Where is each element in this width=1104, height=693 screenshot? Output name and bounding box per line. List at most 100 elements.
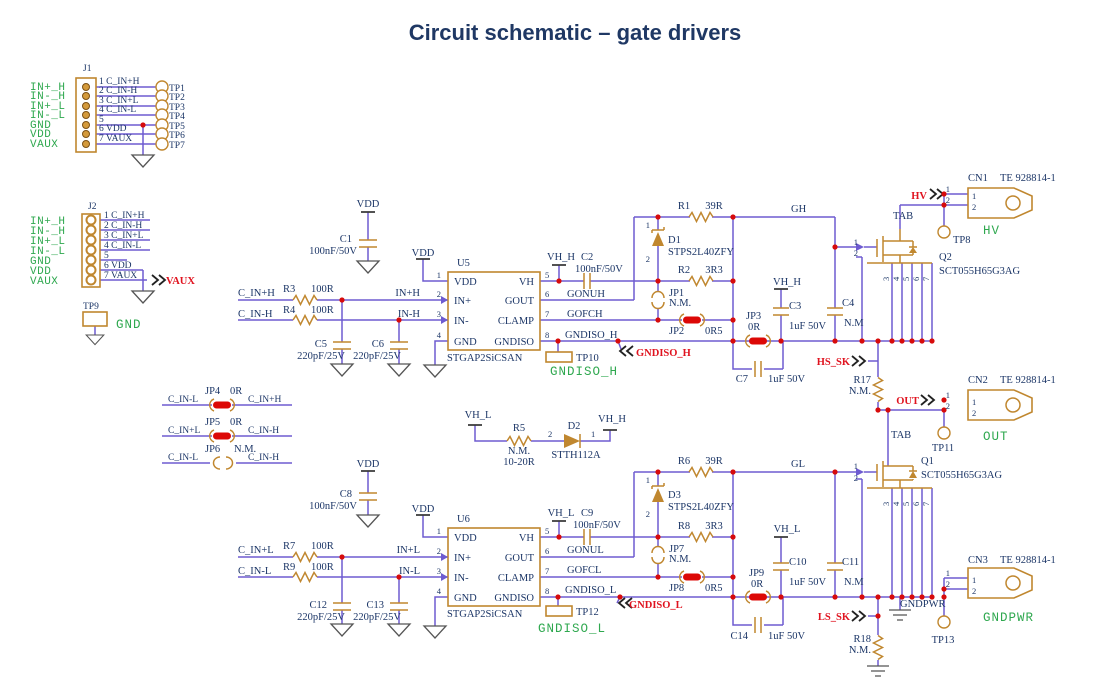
q1cn23-label-13: SCT055H65G3AG xyxy=(921,470,1003,481)
j2-label-14: 7 VAUX xyxy=(104,271,137,281)
j2-label-10: 3 C_IN+L xyxy=(104,231,144,241)
j1-pads xyxy=(82,83,90,148)
d2-wires xyxy=(474,425,611,442)
lsnet-label-11: JP8 xyxy=(669,583,684,594)
jp456-wires xyxy=(162,404,292,464)
u5-label-17: 5 xyxy=(545,270,549,280)
lsnet-label-15: C10 xyxy=(789,557,807,568)
u5-label-10: GOUT xyxy=(505,296,535,307)
hsnet-label-24: N.M. xyxy=(849,386,871,397)
u6-label-4: U6 xyxy=(457,514,470,525)
c6-gnd xyxy=(387,363,411,377)
hsnet-label-17: C4 xyxy=(842,298,855,309)
lsnet-label-9: JP7 xyxy=(669,544,684,555)
u6-label-0: VDD xyxy=(357,459,380,470)
lsnet-label-17: C11 xyxy=(842,557,859,568)
j2-label-7: VAUX xyxy=(30,276,58,288)
u5-label-32: C6 xyxy=(372,339,384,350)
j2-label-17: GND xyxy=(116,318,142,332)
vaux-offpage-icon xyxy=(151,274,167,286)
ic-bodies xyxy=(447,271,541,607)
c13-gnd xyxy=(387,623,411,637)
hv-offpage-icon xyxy=(929,188,945,200)
q2cn1-label-1: TE 928814-1 xyxy=(1000,173,1056,184)
lsnet-label-19: VH_L xyxy=(774,524,801,535)
q1cn23-label-9: OUT xyxy=(983,430,1009,444)
d2-diode xyxy=(564,434,581,448)
u5-label-6: IN+ xyxy=(454,296,471,307)
d3-schottky-diode xyxy=(651,483,665,502)
q1cn23-label-26: TP13 xyxy=(932,635,955,646)
input-pin-arrows xyxy=(441,296,448,581)
c5-gnd xyxy=(330,363,354,377)
jp456-label-11: C_IN-H xyxy=(248,453,279,463)
diodes xyxy=(564,227,665,502)
j1-label-11: 4 C_IN-L xyxy=(99,105,136,115)
u6-label-10: GOUT xyxy=(505,553,535,564)
jp2-fitted-jumper xyxy=(678,313,706,327)
jp1-open-jumper xyxy=(651,290,665,310)
hsnet-label-23: R17 xyxy=(853,375,871,386)
tp8-circle xyxy=(937,225,951,239)
lsnet-label-2: GL xyxy=(791,459,805,470)
q1cn23-label-25: GNDPWR xyxy=(900,599,946,610)
j2-gnd xyxy=(131,290,155,304)
u6-label-23: R7 xyxy=(283,541,295,552)
hsnet-label-4: STPS2L40ZFY xyxy=(668,247,734,258)
hsnet-label-7: R2 xyxy=(678,265,690,276)
lsnet-label-8: 3R3 xyxy=(705,521,723,532)
u6-right-wires xyxy=(540,472,933,606)
ls-sk-offpage-icon xyxy=(851,610,867,622)
u5r-label-5: GNDISO_H xyxy=(565,330,618,341)
u5-label-16: 4 xyxy=(437,330,442,340)
j2-label-11: 4 C_IN-L xyxy=(104,241,141,251)
r18-earth xyxy=(866,665,890,677)
midd2-label-5: D2 xyxy=(568,421,581,432)
u5-label-11: CLAMP xyxy=(498,316,534,327)
q1cn23-label-10: 1 xyxy=(854,461,858,471)
c8-gnd xyxy=(356,514,380,528)
q1cn23-label-22: 2 xyxy=(946,579,950,589)
lsnet-label-21: 1uF 50V xyxy=(768,631,805,642)
midd2-label-7: 1 xyxy=(591,429,595,439)
j2-label-1: IN+_H xyxy=(30,216,66,228)
q2cn1-label-12: Q2 xyxy=(939,252,952,263)
connectors xyxy=(75,77,1033,599)
u6-label-17: 5 xyxy=(545,526,549,536)
j1-label-9: 2 C_IN-H xyxy=(99,86,137,96)
u5-label-3: VDD xyxy=(412,248,435,259)
j1-label-4: IN-_L xyxy=(30,110,66,122)
q2cn1-label-2: HV xyxy=(911,191,927,202)
c12-gnd xyxy=(330,623,354,637)
jp5-fitted-jumper xyxy=(208,429,236,443)
u6r-label-2: 100nF/50V xyxy=(573,520,621,531)
q1cn23-label-14: 3 xyxy=(881,502,891,506)
q1cn23-label-17: 6 xyxy=(911,502,921,506)
q1cn23-label-11: 2 xyxy=(854,473,858,483)
hsnet-label-20: C7 xyxy=(736,374,748,385)
lsnet-label-7: R8 xyxy=(678,521,690,532)
j1-label-21: TP7 xyxy=(169,141,185,151)
u6-label-13: 1 xyxy=(437,526,441,536)
u5-label-15: 3 xyxy=(437,309,441,319)
u6-label-29: IN-L xyxy=(399,566,420,577)
r1-body xyxy=(688,211,714,223)
q2cn1-label-0: CN1 xyxy=(968,173,988,184)
u6r-label-5: GNDISO_L xyxy=(565,585,616,596)
jp9-fitted-jumper xyxy=(744,590,772,604)
tp9-gnd xyxy=(85,334,105,346)
u6-label-26: C_IN-L xyxy=(238,566,271,577)
hsnet-label-9: JP1 xyxy=(669,288,684,299)
lsnet-label-13: JP9 xyxy=(749,568,764,579)
r3-body xyxy=(292,294,318,306)
jp456-label-1: 0R xyxy=(230,386,242,397)
u5r-label-1: C2 xyxy=(581,252,593,263)
cn1-hole xyxy=(1005,195,1021,211)
u6r-label-0: VH_L xyxy=(548,508,575,519)
jp456-label-4: JP5 xyxy=(205,417,220,428)
j2-label-8: 1 C_IN+H xyxy=(104,211,145,221)
lsnet-label-0: R6 xyxy=(678,456,690,467)
u5r-label-7: GNDISO_H xyxy=(550,365,618,379)
j2-label-4: IN-_L xyxy=(30,246,66,258)
